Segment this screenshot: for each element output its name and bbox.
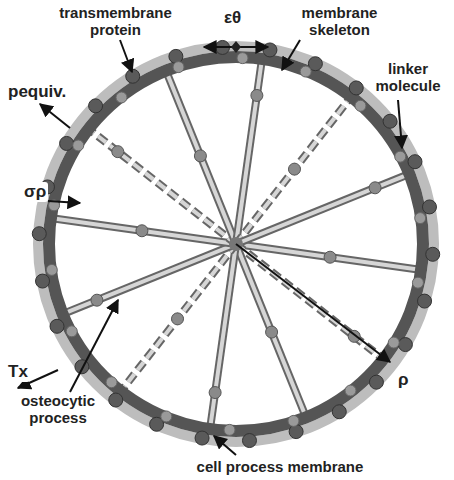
linker-molecule — [161, 411, 172, 422]
actin-filament — [168, 75, 236, 244]
strain-marker — [231, 41, 241, 53]
linker-molecule — [237, 53, 248, 64]
linker-molecule — [106, 377, 117, 388]
transmembrane-protein — [418, 294, 432, 308]
linker-molecule — [66, 326, 77, 337]
linker-molecule — [46, 264, 57, 275]
transmembrane-protein — [32, 227, 46, 241]
crosslink-dot — [251, 89, 263, 101]
transmembrane-protein — [169, 49, 183, 63]
symbol-label: pequiv. — [6, 82, 68, 102]
crosslink-dot — [172, 313, 184, 325]
actin-filament-core — [236, 176, 405, 244]
transmembrane-protein — [408, 155, 422, 169]
crosslink-dot — [288, 163, 300, 175]
symbol-label: σρ — [22, 182, 48, 202]
transmembrane-protein — [332, 405, 346, 419]
transmembrane-protein — [422, 200, 436, 214]
crosslink-dot — [91, 294, 103, 306]
leader-arrow — [48, 201, 80, 203]
transmembrane-protein — [109, 393, 123, 407]
part-label: membrane skeleton — [292, 4, 387, 38]
actin-filament — [67, 244, 236, 312]
leader-arrow — [282, 40, 300, 70]
part-label: osteocytic process — [8, 392, 108, 426]
symbol-label: ρ — [396, 370, 411, 390]
part-label: cell process membrane — [150, 458, 410, 475]
actin-filament-core — [67, 244, 236, 312]
transmembrane-protein — [60, 136, 74, 150]
crosslink-dot — [194, 150, 206, 162]
linker-molecule — [355, 100, 366, 111]
crosslink-dot — [136, 225, 148, 237]
actin-filament — [236, 176, 405, 244]
linker-molecule — [300, 66, 311, 77]
crosslink-dot — [112, 146, 124, 158]
crosslink-dot — [266, 326, 278, 338]
linker-molecule — [412, 277, 423, 288]
part-label: linker molecule — [368, 60, 448, 94]
transmembrane-protein — [383, 114, 397, 128]
crosslink-dot — [209, 387, 221, 399]
transmembrane-protein — [89, 99, 103, 113]
linker-molecule — [116, 92, 127, 103]
leader-arrow — [70, 300, 118, 392]
transmembrane-protein — [426, 247, 440, 261]
linker-molecule — [288, 415, 299, 426]
transmembrane-protein — [36, 274, 50, 288]
linker-molecule — [73, 140, 84, 151]
transmembrane-protein — [398, 338, 412, 352]
transmembrane-protein — [289, 425, 303, 439]
transmembrane-protein — [263, 43, 277, 57]
leader-arrow — [398, 100, 402, 148]
linker-molecule — [395, 151, 406, 162]
transmembrane-protein — [349, 81, 363, 95]
cell-process-membrane — [38, 46, 434, 442]
linker-molecule — [388, 337, 399, 348]
linker-molecule — [224, 424, 235, 435]
crosslink-dot — [324, 251, 336, 263]
leader-arrow — [214, 436, 236, 455]
linker-molecule — [415, 213, 426, 224]
transmembrane-protein — [369, 375, 383, 389]
leader-arrow — [120, 40, 132, 72]
linker-molecule — [173, 62, 184, 73]
symbol-label: εθ — [222, 8, 243, 28]
transmembrane-protein — [50, 319, 64, 333]
actin-filament-core — [168, 75, 236, 244]
symbol-label: Tx — [6, 362, 30, 382]
transmembrane-protein — [195, 431, 209, 445]
linker-molecule — [345, 385, 356, 396]
leader-arrow — [40, 104, 70, 128]
membrane-skeleton — [49, 57, 423, 431]
part-label: transmembrane protein — [58, 4, 173, 38]
transmembrane-protein — [242, 434, 256, 448]
leader-arrow — [236, 244, 390, 362]
crosslink-dot — [369, 182, 381, 194]
